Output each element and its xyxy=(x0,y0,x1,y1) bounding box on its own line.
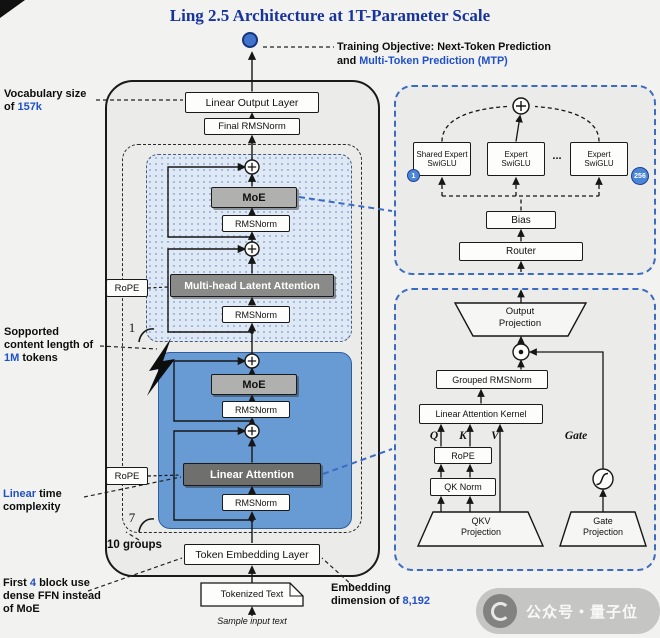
sample-input-label: Sample input text xyxy=(217,616,287,626)
training-objective: Training Objective: Next-Token Predictio… xyxy=(337,40,647,68)
prediction-node-icon xyxy=(242,32,258,48)
watermark-text: 公众号・量子位 xyxy=(526,603,639,621)
rmsnorm-box: RMSNorm xyxy=(222,215,290,232)
context-text-post: tokens xyxy=(19,352,58,364)
q-label: Q xyxy=(429,430,439,442)
training-objective-line1: Training Objective: Next-Token Predictio… xyxy=(337,41,551,53)
repeat-count-mla: 1 xyxy=(128,320,136,335)
k-label: K xyxy=(459,430,467,442)
linear-output-layer-box: Linear Output Layer xyxy=(185,92,319,113)
annotation-embedding-dim: Embedding dimension of 8,192 xyxy=(331,582,443,608)
rope-box-bottom: RoPE xyxy=(106,467,148,485)
gate-label: Gate xyxy=(564,430,588,442)
token-embedding-layer-box: Token Embedding Layer xyxy=(184,544,320,565)
output-projection-line2: Projection xyxy=(498,317,542,329)
gate-projection-line1: Gate xyxy=(593,516,613,526)
expert-index-last-badge: 256 xyxy=(631,167,649,185)
v-label: V xyxy=(491,430,499,442)
annotation-vocabulary: Vocabulary size of 157k xyxy=(4,88,96,114)
training-objective-line2: and Multi-Token Prediction (MTP) xyxy=(337,54,647,68)
dense-text-post: block use dense FFN instead of MoE xyxy=(3,577,101,615)
expert-line2: SwiGLU xyxy=(584,159,614,168)
repeated-group-container xyxy=(122,144,362,533)
context-text: Sopported content length of xyxy=(4,326,94,351)
expert-box: Expert SwiGLU xyxy=(487,142,545,176)
linear-highlight: Linear xyxy=(3,488,37,500)
linear-text: time complexity xyxy=(3,488,62,513)
annotation-context-length: Sopported content length of 1M tokens xyxy=(4,326,100,365)
final-rmsnorm-box: Final RMSNorm xyxy=(204,118,300,135)
router-box: Router xyxy=(459,242,583,261)
dense-highlight: 4 xyxy=(29,577,37,589)
embed-text: Embedding dimension of xyxy=(331,582,403,607)
qkv-projection-line2: Projection xyxy=(460,527,502,538)
qkv-projection-line1: QKV xyxy=(471,516,491,526)
repeat-count-linear: 7 xyxy=(128,510,136,525)
experts-ellipsis: ... xyxy=(552,150,562,162)
gate-projection-line2: Projection xyxy=(582,527,624,538)
moe-box-bottom: MoE xyxy=(211,374,297,395)
expert-box: Expert SwiGLU xyxy=(570,142,628,176)
annotation-linear-time: Linear time complexity xyxy=(3,488,99,514)
rmsnorm-box: RMSNorm xyxy=(222,306,290,323)
tokenized-text-label: Tokenized Text xyxy=(220,589,284,600)
objective-and-text: and xyxy=(337,55,360,67)
expert-line2: SwiGLU xyxy=(501,159,531,168)
qkv-projection-label: QKV Projection xyxy=(431,516,531,539)
expert-line1: Expert xyxy=(504,149,528,159)
gate-projection-label: Gate Projection xyxy=(565,516,641,539)
annotation-dense-ffn: First 4 block use dense FFN instead of M… xyxy=(3,577,105,616)
linear-attention-box: Linear Attention xyxy=(183,463,321,486)
vocab-text: Vocabulary size of xyxy=(4,88,87,113)
annotation-groups: 10 groups xyxy=(107,539,162,551)
watermark: 公众号・量子位 xyxy=(476,588,660,634)
expert-line1: Expert xyxy=(587,149,611,159)
rope-box-detail: RoPE xyxy=(434,447,492,464)
moe-box-top: MoE xyxy=(211,187,297,208)
bias-box: Bias xyxy=(486,211,556,229)
objective-mtp-text: Multi-Token Prediction (MTP) xyxy=(359,55,508,67)
mla-box: Multi-head Latent Attention xyxy=(170,274,334,297)
watermark-logo-icon xyxy=(483,594,517,628)
output-projection-label: Output Projection xyxy=(460,306,580,330)
shared-expert-line1: Shared Expert xyxy=(416,149,468,159)
output-projection-line1: Output xyxy=(505,306,535,317)
rmsnorm-box: RMSNorm xyxy=(222,401,290,418)
rope-box-top: RoPE xyxy=(106,279,148,297)
vocab-highlight: 157k xyxy=(17,101,42,113)
linear-attention-kernel-box: Linear Attention Kernel xyxy=(419,404,543,424)
context-highlight: 1M xyxy=(4,352,20,364)
page-title: Ling 2.5 Architecture at 1T-Parameter Sc… xyxy=(169,6,491,25)
shared-expert-box: Shared Expert SwiGLU xyxy=(413,142,471,176)
shared-expert-line2: SwiGLU xyxy=(427,159,457,168)
grouped-rmsnorm-box: Grouped RMSNorm xyxy=(436,370,548,389)
rmsnorm-box: RMSNorm xyxy=(222,494,290,511)
dense-text-pre: First xyxy=(3,577,30,589)
embed-highlight: 8,192 xyxy=(402,595,431,607)
expert-index-first-badge: 1 xyxy=(407,169,420,182)
qk-norm-box: QK Norm xyxy=(430,478,496,496)
